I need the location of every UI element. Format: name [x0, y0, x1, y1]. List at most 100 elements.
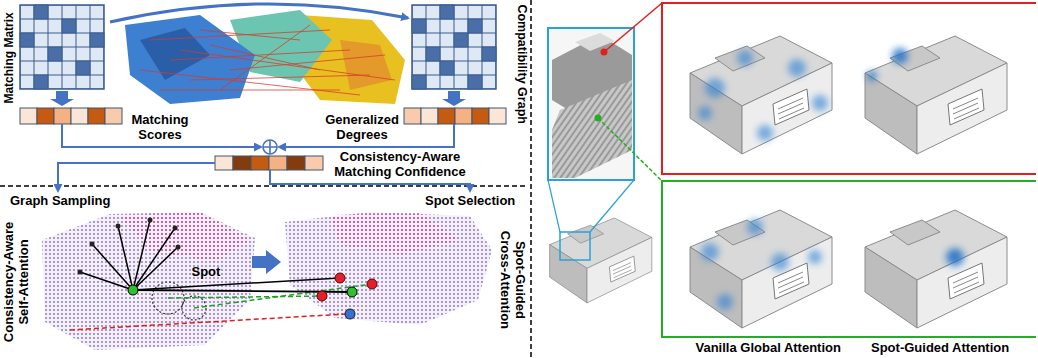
down-arrow	[50, 91, 74, 106]
bar-cell	[269, 156, 287, 170]
bar-cell	[37, 108, 54, 124]
correspondence-line	[200, 30, 300, 40]
module-label: Spot-Guided Cross-Attention	[497, 221, 527, 339]
correspondence-line	[150, 30, 330, 40]
matrix-cell	[90, 33, 104, 47]
rejected-match	[70, 314, 346, 330]
scene-surface	[552, 80, 632, 178]
attention-line	[133, 228, 175, 290]
caption-label: Spot-Guided Attention	[871, 341, 1009, 356]
matrix-cell	[76, 61, 90, 75]
stage-label: Consistency-Aware Matching Confidence	[325, 150, 475, 180]
source-cloud	[125, 15, 255, 104]
sampled-point	[90, 242, 95, 247]
compatibility-matrix	[412, 5, 496, 89]
matrix-cell	[440, 5, 454, 19]
room-model	[550, 218, 652, 303]
bar-cell	[287, 156, 305, 170]
heat-blob	[705, 78, 725, 98]
correspondence-line	[190, 75, 370, 80]
sum-symbol	[263, 140, 277, 154]
matrix-cell	[34, 75, 48, 89]
correspondence-line	[140, 70, 360, 95]
zoom-box	[548, 28, 634, 180]
room-model	[865, 210, 1007, 328]
candidate-point	[367, 279, 377, 289]
red-bracket	[662, 3, 1036, 174]
matched-point	[347, 287, 357, 297]
attention-heat	[867, 48, 908, 81]
scene-room	[550, 218, 652, 303]
stage-divider	[0, 185, 528, 187]
correspondence-line	[180, 50, 395, 80]
heat-blob	[892, 48, 908, 64]
heat-blob	[701, 243, 719, 261]
zoom-line	[548, 180, 560, 232]
room-model	[690, 210, 832, 328]
bar-cell	[54, 108, 71, 124]
heat-blob	[788, 59, 806, 77]
point-cloud-pair	[125, 10, 405, 104]
sampled-point	[148, 218, 153, 223]
matrix-cell	[440, 61, 454, 75]
correspondence-lines	[140, 25, 395, 95]
sum-circle	[263, 140, 277, 154]
spot-render	[865, 36, 1007, 154]
sampled-point	[176, 245, 181, 250]
bar-cell	[421, 108, 438, 124]
matrix-cell	[48, 47, 62, 61]
heat-blob	[737, 50, 753, 66]
heat-blob	[747, 219, 763, 235]
zoom-source	[560, 232, 590, 260]
heat-blob	[808, 250, 822, 264]
sum-cross	[263, 140, 277, 154]
heat-blob	[717, 294, 733, 310]
heat-blob	[867, 71, 877, 81]
target-cloud	[285, 212, 492, 325]
degree-bar	[404, 108, 506, 124]
attention-heat	[701, 219, 822, 310]
sampled-point	[116, 224, 121, 229]
matrix-cell	[454, 33, 468, 47]
self-attention-lines	[80, 220, 178, 290]
bar-cell	[455, 108, 472, 124]
matrix-cell	[34, 5, 48, 19]
heat-blob	[698, 106, 712, 120]
red-leader	[604, 3, 662, 52]
bar-cell	[472, 108, 489, 124]
bar-cell	[305, 156, 323, 170]
axis-label: Compatibility Graph	[514, 4, 528, 123]
step-label: Spot Selection	[425, 194, 515, 209]
bar-cell	[71, 108, 88, 124]
stage-label: Matching Scores	[124, 113, 196, 143]
sampled-points	[78, 218, 181, 275]
bar-cell	[489, 108, 506, 124]
candidate-point	[335, 273, 345, 283]
spot-render	[865, 210, 1007, 328]
caption-label: Vanilla Global Attention	[696, 341, 841, 356]
bar-cell	[233, 156, 251, 170]
confidence-bar	[215, 156, 323, 170]
bar-cell	[88, 108, 105, 124]
matrix-cell	[482, 47, 496, 61]
heat-blob	[946, 248, 964, 266]
stage-label: Generalized Degrees	[320, 113, 404, 143]
source-cloud-dots	[120, 212, 250, 262]
heat-blob	[812, 95, 828, 111]
attention-line	[80, 272, 133, 290]
attention-clouds	[42, 212, 492, 350]
sampled-point	[78, 270, 83, 275]
matrix-cell	[20, 33, 34, 47]
source-cloud-patch	[140, 28, 210, 80]
source-cloud-dots	[45, 290, 110, 348]
scene-overview	[548, 3, 1036, 337]
bar-cell	[105, 108, 122, 124]
callout-label: Spot	[192, 265, 221, 280]
step-label: Graph Sampling	[10, 194, 110, 209]
heat-blob	[771, 253, 789, 271]
sampled-point	[173, 226, 178, 231]
query-red	[601, 49, 608, 56]
correspondence-line	[170, 50, 350, 60]
